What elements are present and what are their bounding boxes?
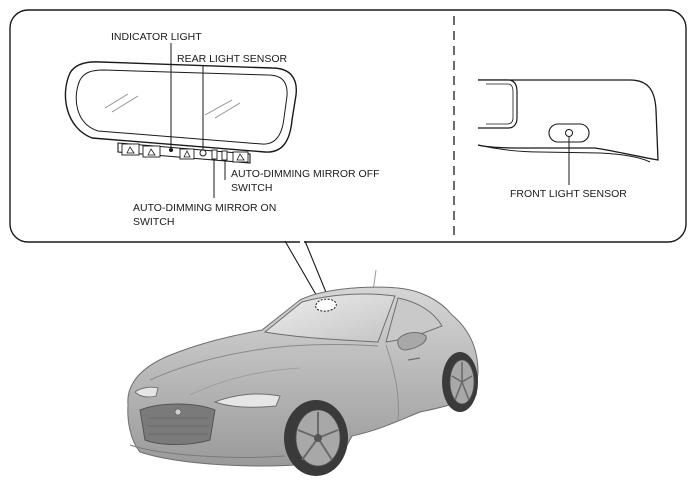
label-on-switch-line1: AUTO-DIMMING MIRROR ON [133, 202, 276, 214]
home-link-button-icon [142, 145, 161, 158]
label-rear-light-sensor: REAR LIGHT SENSOR [177, 53, 287, 65]
mirror-mount [478, 79, 518, 129]
glass-reflection [104, 93, 241, 119]
headlight [213, 393, 281, 408]
front-wheel [284, 400, 348, 476]
emblem [174, 408, 182, 416]
off-switch-button [221, 150, 228, 161]
rearview-mirror-front [477, 79, 659, 163]
car-silhouette-icon [127, 269, 479, 476]
sensor-dot-icon [565, 129, 573, 137]
label-front-light-sensor: FRONT LIGHT SENSOR [510, 188, 627, 200]
windshield [263, 293, 396, 343]
label-off-switch-line2: SWITCH [231, 182, 272, 194]
on-switch-button [211, 149, 218, 160]
rear-wheel [442, 352, 478, 412]
headlight [134, 386, 159, 398]
label-on-switch-line2: SWITCH [133, 216, 174, 228]
mirror-location-marker [315, 298, 337, 312]
left-leader-lines [170, 43, 226, 198]
rear-light-sensor-dot [199, 149, 207, 157]
indicator-light-dot [169, 148, 173, 152]
home-link-button-icon [179, 148, 195, 160]
home-link-button-icon [121, 143, 140, 156]
home-link-button-icon [232, 151, 249, 163]
label-off-switch-line1: AUTO-DIMMING MIRROR OFF [231, 168, 380, 180]
rearview-mirror-back [64, 61, 297, 164]
side-mirror [397, 332, 427, 351]
front-grille [139, 403, 216, 445]
label-indicator-light: INDICATOR LIGHT [111, 31, 202, 43]
